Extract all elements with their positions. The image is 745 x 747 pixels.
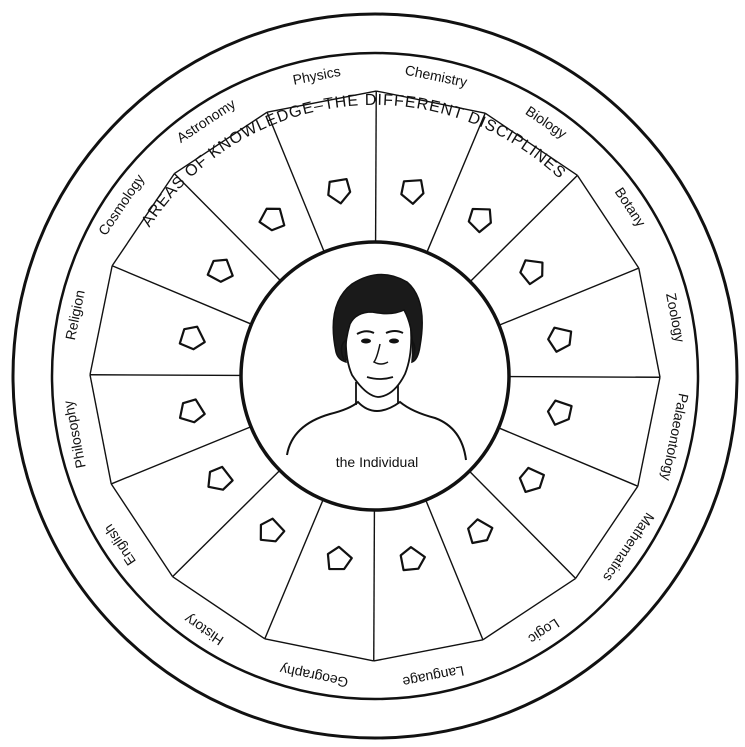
discipline-label: Zoology	[663, 292, 688, 344]
shield-icon	[518, 258, 545, 287]
sector-edge	[638, 377, 660, 486]
center-label: the Individual	[336, 454, 419, 470]
sector-spoke	[90, 375, 241, 376]
sector-spoke	[374, 510, 375, 661]
discipline-label: Religion	[62, 289, 88, 342]
shield-icon	[401, 179, 424, 204]
sector-edge	[265, 639, 374, 661]
discipline-label: Botany	[612, 184, 649, 229]
right-eye	[389, 339, 399, 344]
shield-icon	[545, 325, 574, 355]
discipline-label: Biology	[523, 103, 570, 142]
discipline-label: Language	[401, 663, 465, 691]
sector-edge	[483, 578, 576, 639]
shield-icon	[544, 398, 574, 429]
shield-icon	[463, 517, 495, 549]
sector-edge	[485, 113, 577, 175]
shield-icon	[515, 465, 546, 497]
sector-edge	[173, 577, 265, 639]
sector-edge	[174, 112, 267, 173]
shield-icon	[328, 179, 351, 204]
discipline-label: Palaeontology	[658, 392, 691, 482]
discipline-label: Chemistry	[404, 62, 469, 90]
sector-edge	[374, 640, 483, 661]
discipline-label: Philosophy	[60, 399, 89, 469]
discipline-label: History	[181, 611, 226, 649]
sector-spoke	[376, 91, 377, 242]
shield-icon	[467, 207, 492, 234]
shield-icon	[176, 324, 206, 353]
sector-edge	[111, 484, 172, 577]
left-eye	[361, 339, 371, 344]
sector-edge	[577, 175, 638, 268]
sector-edge	[90, 266, 112, 375]
discipline-label: English	[100, 521, 139, 568]
sector-edge	[639, 268, 660, 377]
sector-edge	[112, 174, 174, 266]
shield-icon	[321, 544, 354, 576]
shield-icon	[395, 544, 427, 577]
sector-spoke	[267, 112, 324, 252]
shield-icon	[258, 207, 285, 232]
sector-edge	[576, 486, 638, 578]
shield-icon	[254, 516, 286, 548]
discipline-label: Physics	[291, 63, 341, 88]
discipline-label: Cosmology	[95, 171, 147, 238]
sector-spoke	[499, 268, 639, 325]
sector-spoke	[427, 113, 485, 252]
sector-edge	[90, 375, 111, 484]
sector-spoke	[509, 377, 660, 378]
shield-icon	[205, 257, 234, 284]
shield-icon	[175, 397, 206, 427]
shield-icon	[202, 464, 234, 495]
